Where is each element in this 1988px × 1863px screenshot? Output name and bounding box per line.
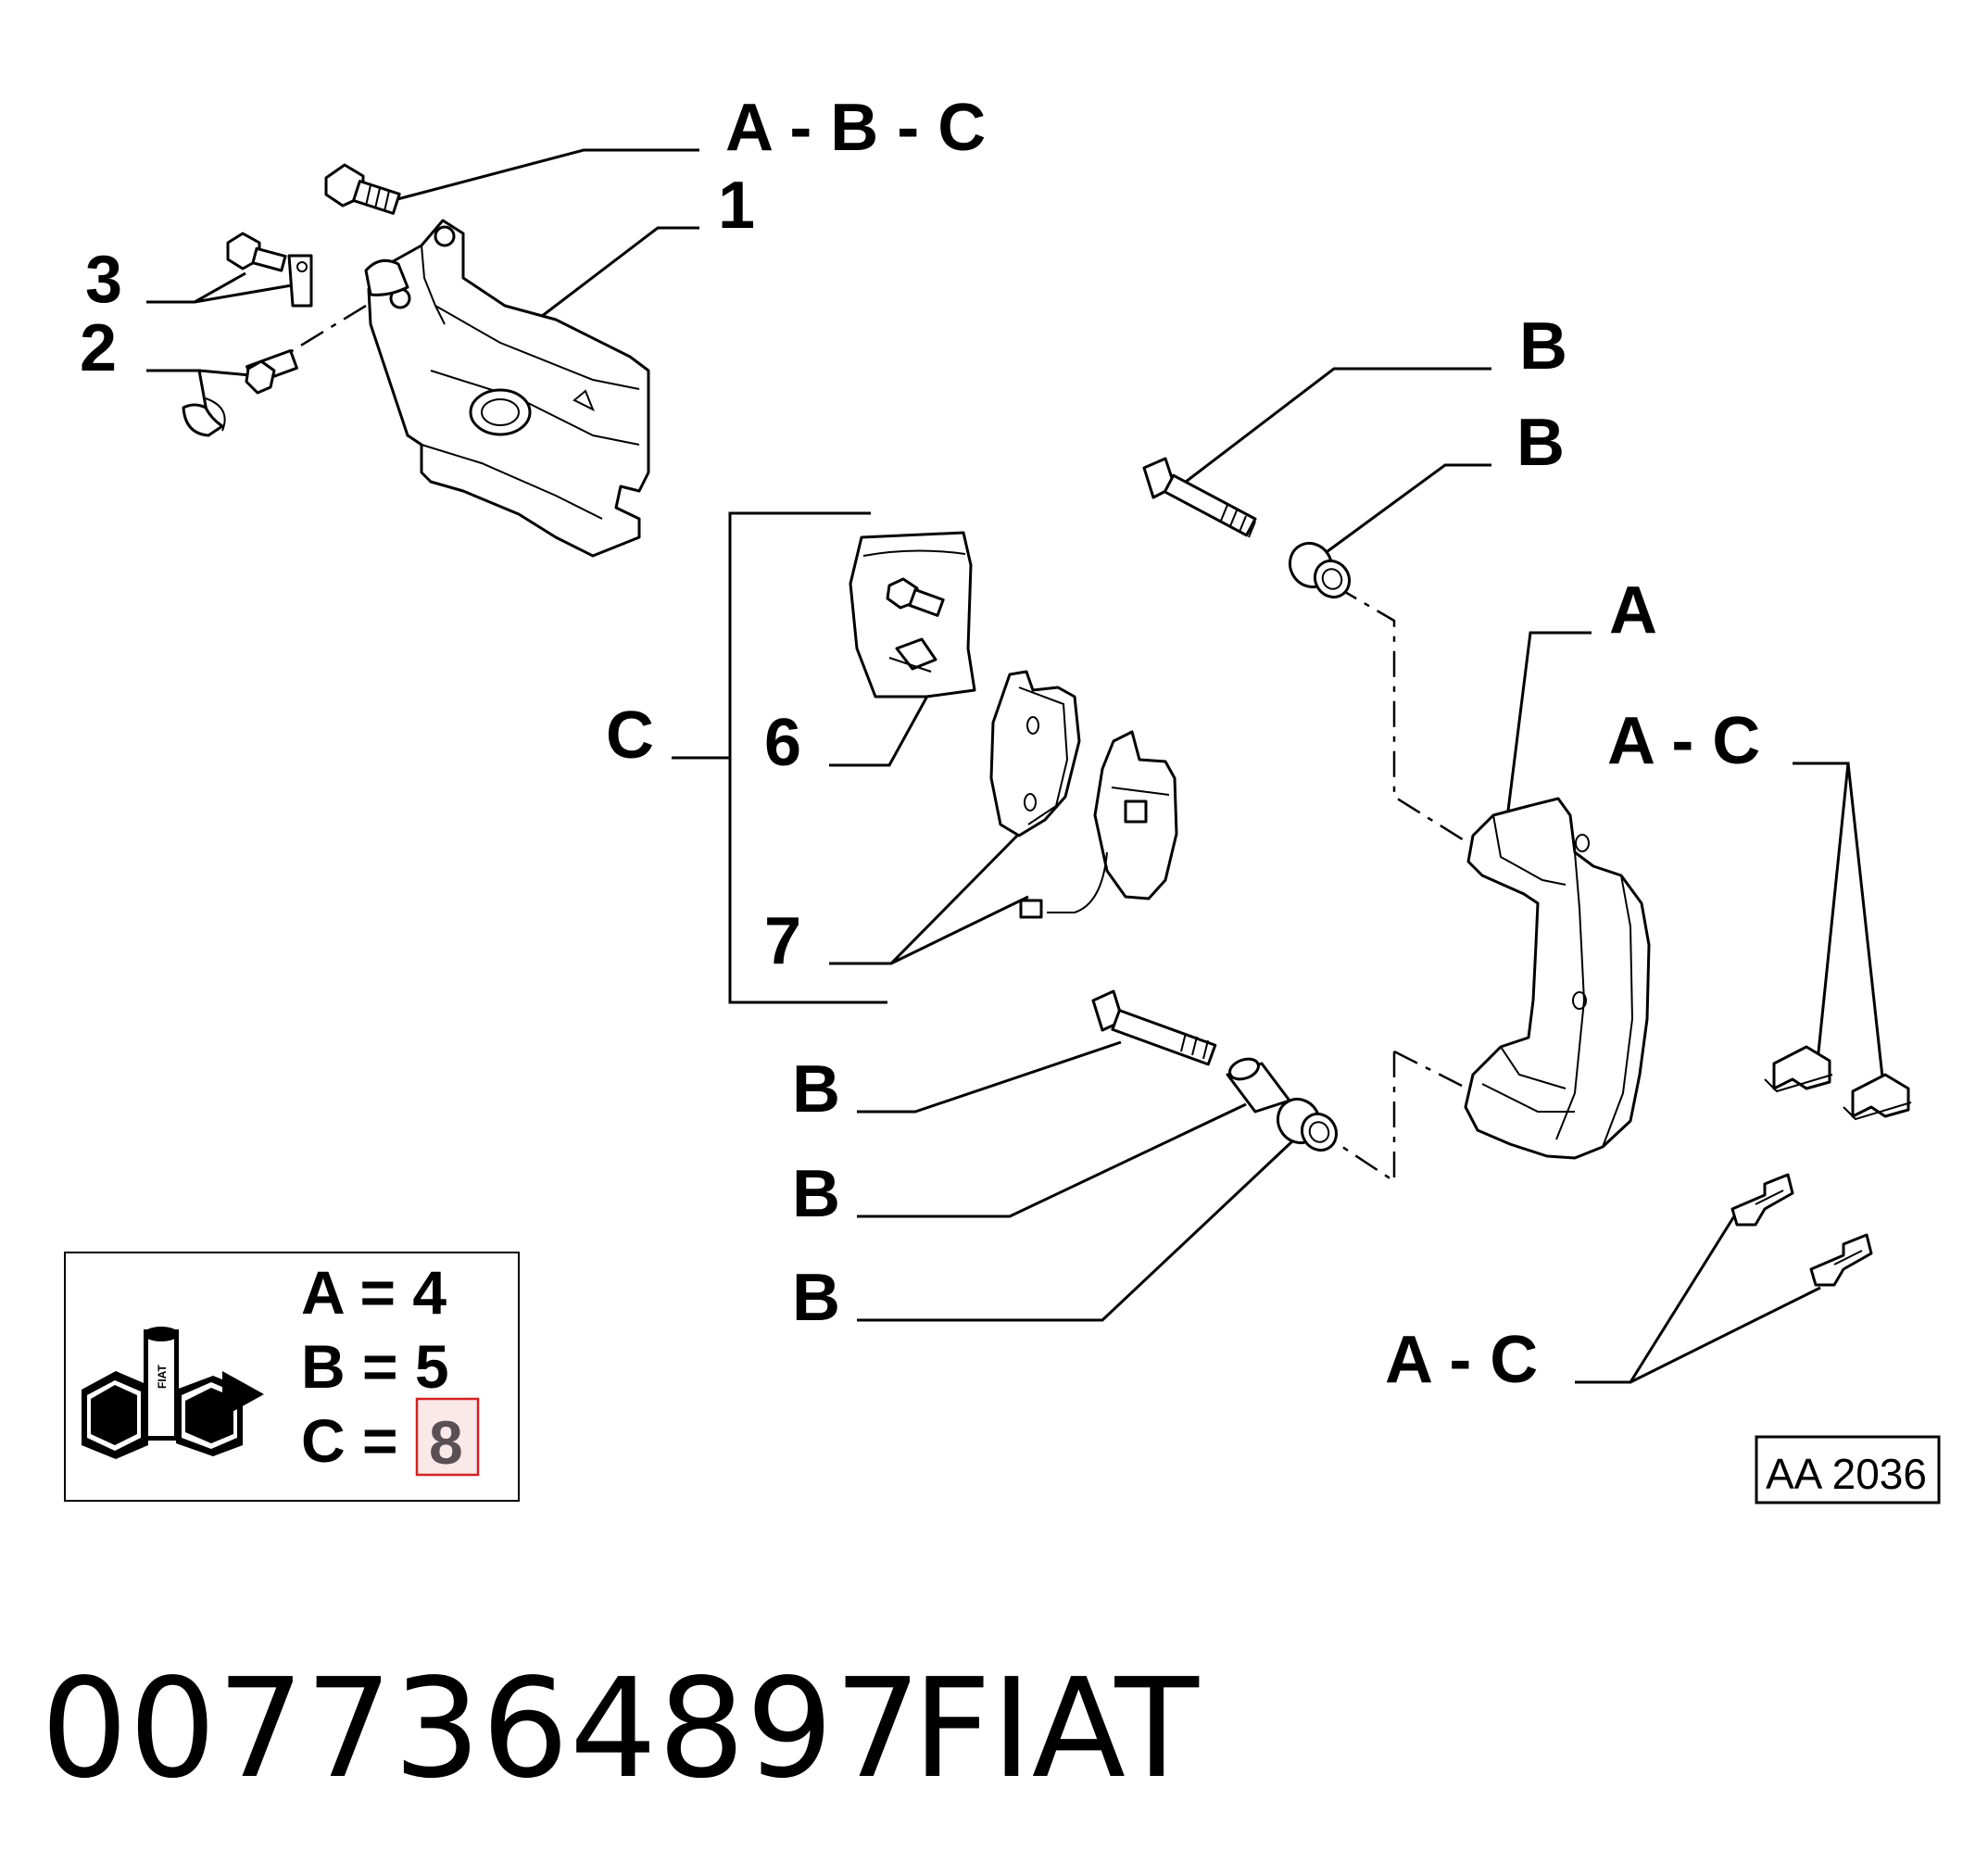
callout-c: C [606,699,654,773]
callout-ac-right: A - C [1607,704,1760,778]
legend-c-highlight [415,1397,480,1477]
kit-legend: FIAT A = 4 B = 5 C = 8 [64,1252,520,1502]
axis-lines [282,304,1469,1184]
reference-code-box: AA 2036 [1755,1435,1941,1504]
callout-b-3: B [792,1052,840,1127]
leader-lines [146,148,1887,1384]
legend-a-line: A = 4 [301,1258,447,1327]
bleeder-screw-2 [182,349,298,437]
reference-code: AA 2036 [1766,1450,1927,1498]
callout-2: 2 [80,311,117,385]
callout-labels: A - B - C 1 3 2 B B A A - C C 6 7 B B B … [80,91,1760,1397]
callout-b-1: B [1519,309,1567,384]
kit-icon-label: FIAT [156,1365,169,1389]
callout-1: 1 [718,169,755,243]
hardware-kit-bag [849,531,976,699]
small-bolt-3 [226,232,313,308]
legend-b-line: B = 5 [301,1332,449,1401]
callout-a: A [1609,573,1657,648]
callout-abc-top: A - B - C [725,91,986,165]
caliper-bolt-top [324,163,401,215]
caliper-carrier-bracket [1464,797,1651,1160]
guide-bushing [1226,1057,1291,1114]
callout-b-2: B [1516,406,1565,480]
dust-boot-upper [1288,541,1352,599]
retaining-clips-right [1764,1045,1912,1121]
brake-caliper-body [364,219,650,558]
callout-b-4: B [792,1157,840,1231]
kit-box-icon: FIAT [82,1327,264,1459]
dust-boot-lower [1276,1097,1339,1152]
callout-7: 7 [764,904,801,978]
callout-ac-bottom: A - C [1385,1323,1538,1397]
callout-6: 6 [764,706,801,780]
retaining-clips-bottom [1730,1173,1873,1287]
brake-pad-outer [989,670,1081,837]
brand-name: FIAT [912,1649,1199,1808]
callout-b-5: B [792,1261,840,1335]
brake-pad-inner [1019,730,1178,919]
part-number: 0077364897 [41,1649,923,1808]
callout-3: 3 [85,243,122,317]
guide-pin-upper [1142,457,1257,538]
guide-pin-lower [1091,989,1217,1066]
legend-c-value: 8 [429,1408,463,1477]
legend-c-prefix: C = [301,1406,398,1475]
